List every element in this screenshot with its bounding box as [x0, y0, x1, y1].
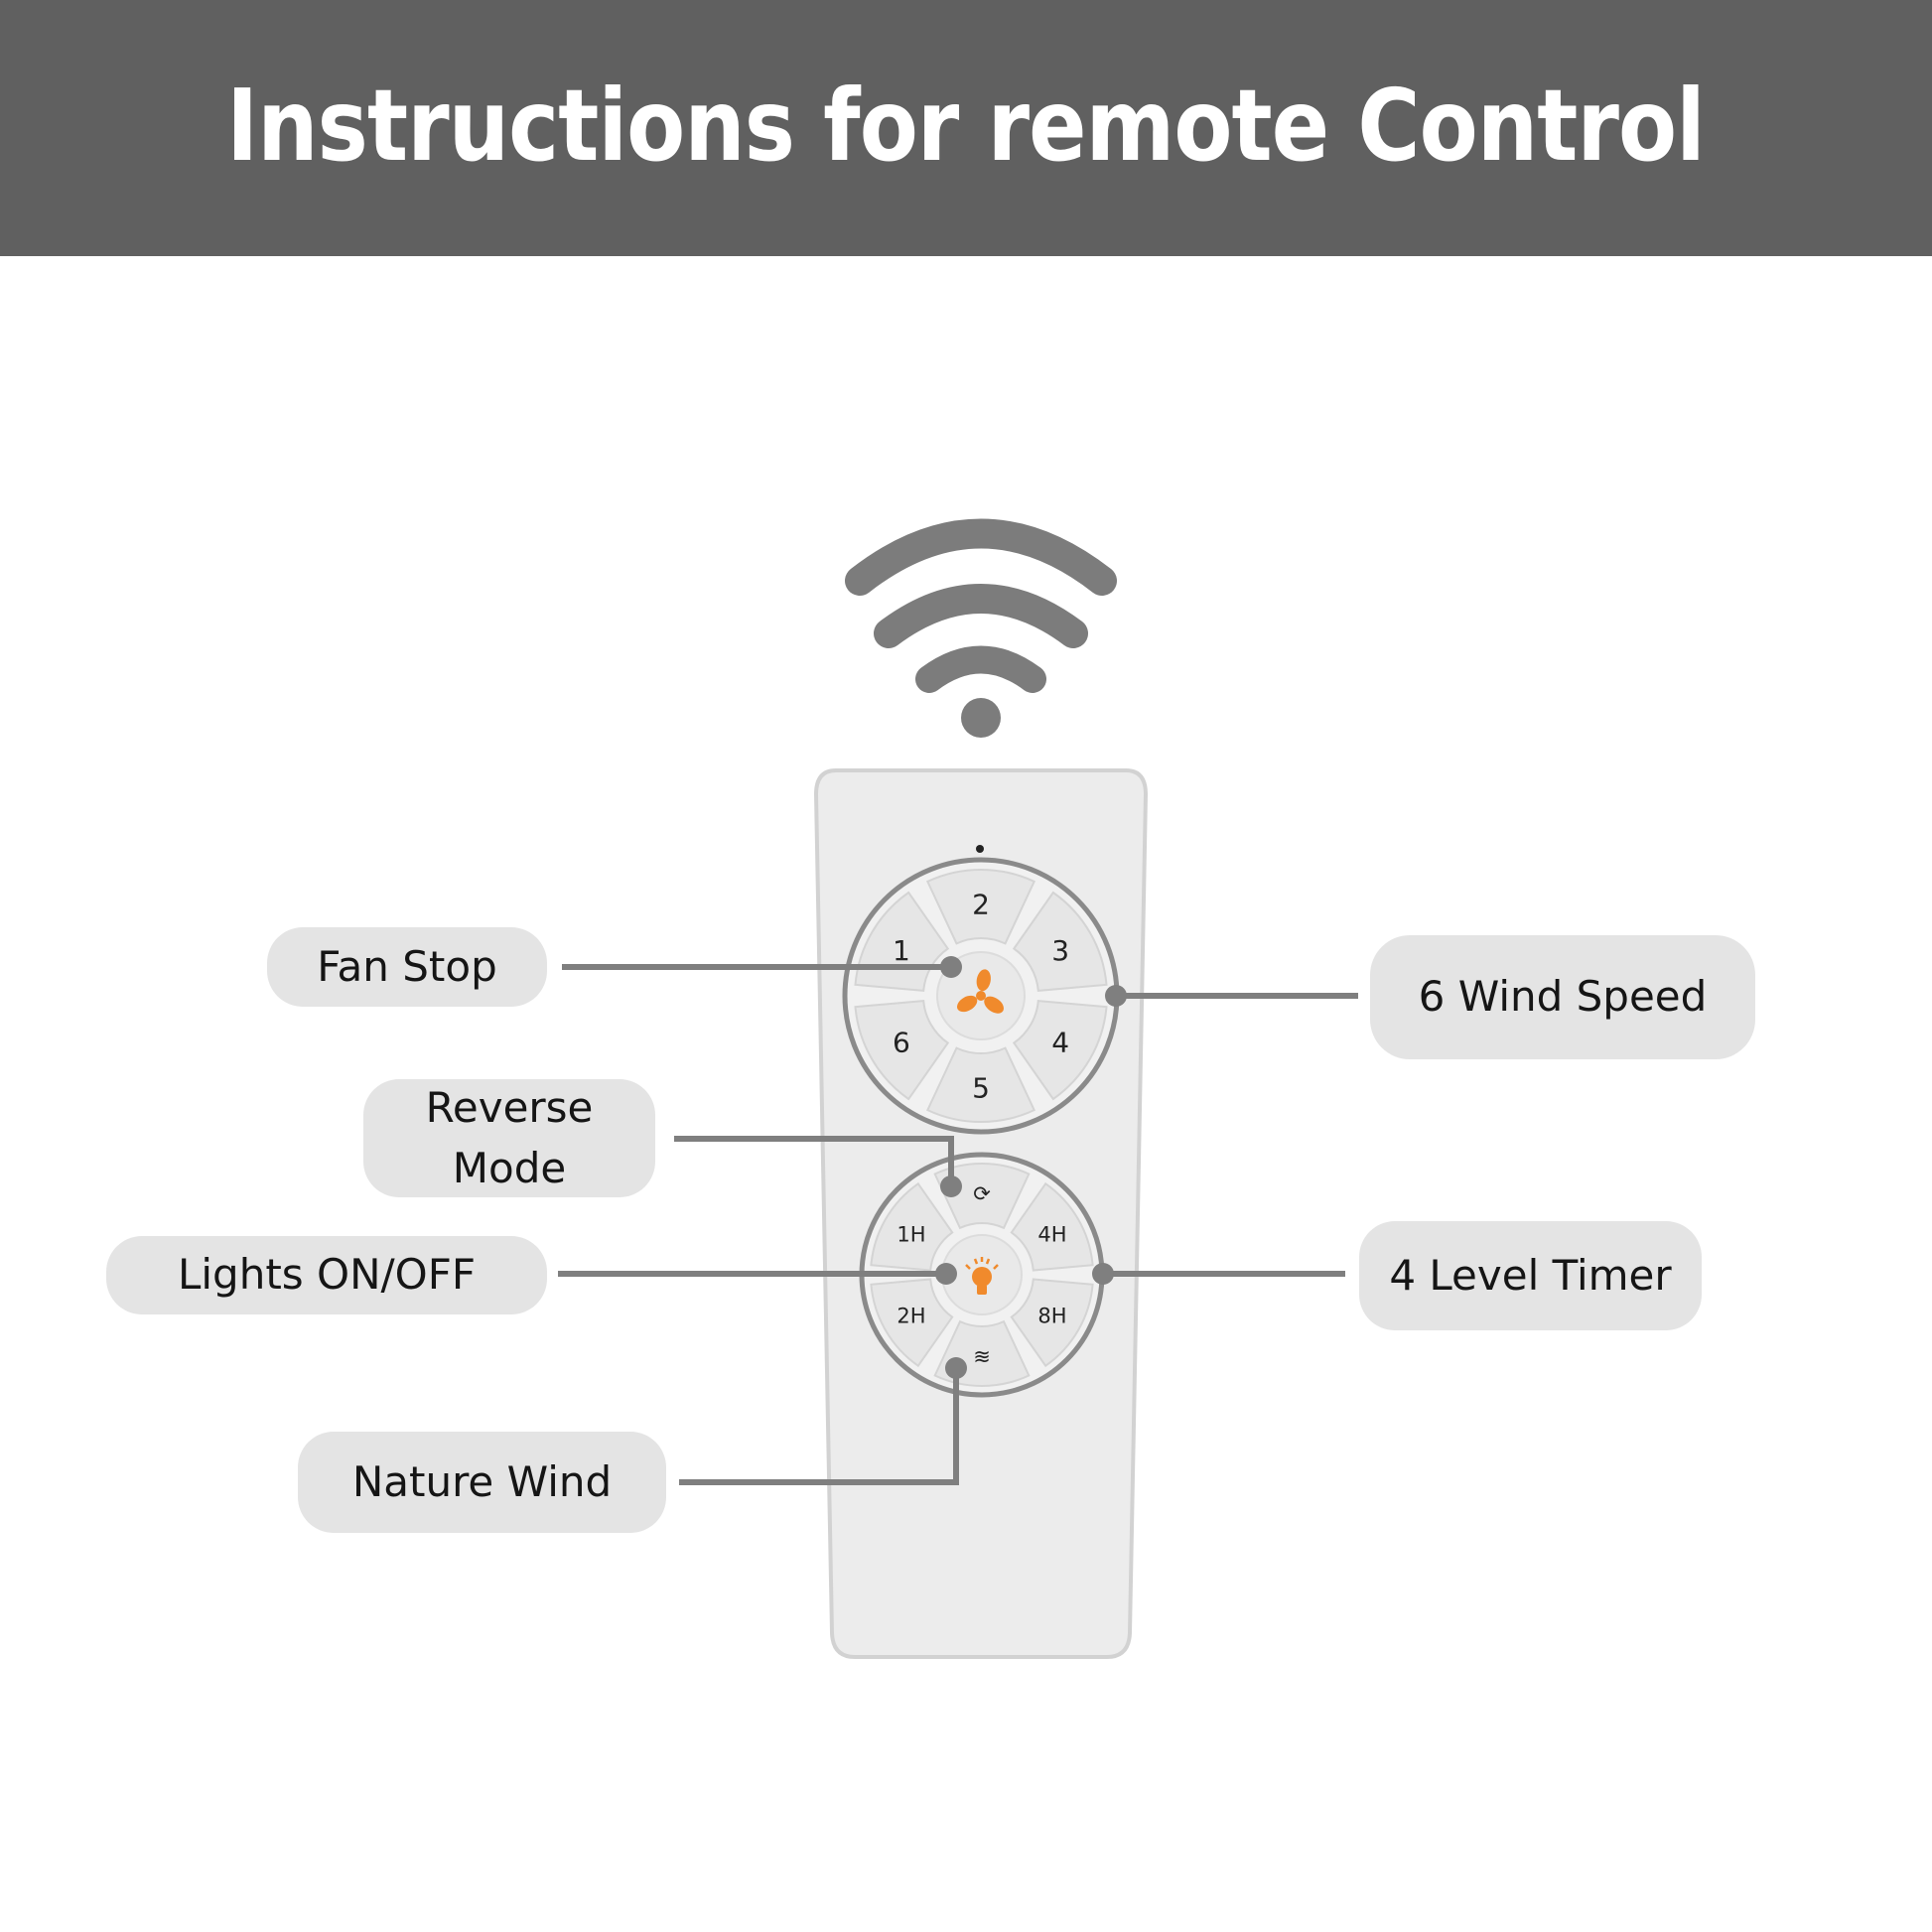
timer-text: 4 Level Timer	[1389, 1250, 1672, 1300]
lights-text: Lights ON/OFF	[177, 1250, 477, 1300]
reverse-text-2: Mode	[452, 1143, 567, 1192]
timer-button-4h[interactable]: 4H	[1010, 1181, 1094, 1272]
speed-button-2[interactable]: 2	[925, 868, 1036, 945]
timer-dial: ⟳ 4H 8H ≋ 2H 1H	[859, 1152, 1105, 1398]
fan-stop-text: Fan Stop	[317, 941, 497, 991]
timer-button-4h-label: 4H	[1037, 1223, 1066, 1247]
speed-button-6[interactable]: 6	[854, 1000, 950, 1101]
wifi-signal-icon	[845, 518, 1117, 738]
wind-speed-label: 6 Wind Speed	[1370, 935, 1755, 1059]
speed-button-1-label: 1	[893, 934, 910, 967]
timer-label: 4 Level Timer	[1359, 1221, 1702, 1330]
speed-button-4[interactable]: 4	[1012, 1000, 1108, 1101]
lights-label: Lights ON/OFF	[106, 1236, 547, 1314]
timer-button-1h-label: 1H	[897, 1223, 925, 1247]
timer-button-1h[interactable]: 1H	[870, 1181, 954, 1272]
wind-speed-text: 6 Wind Speed	[1418, 972, 1708, 1022]
timer-button-2h[interactable]: 2H	[870, 1278, 954, 1368]
speed-button-6-label: 6	[893, 1026, 910, 1058]
speed-button-3-label: 3	[1051, 934, 1069, 967]
nature-wind-line	[679, 1368, 959, 1485]
speed-button-2-label: 2	[972, 889, 990, 921]
nature-wind-label: Nature Wind	[298, 1432, 666, 1533]
timer-button-8h[interactable]: 8H	[1010, 1278, 1094, 1368]
page-title: Instructions for remote Control	[226, 67, 1707, 184]
callout-dots	[935, 956, 1127, 1379]
indicator-led	[976, 845, 984, 853]
speed-button-5[interactable]: 5	[925, 1046, 1036, 1124]
callout-lines	[558, 964, 1358, 1485]
reverse-button-label: ⟳	[973, 1182, 991, 1206]
speed-button-3[interactable]: 3	[1012, 891, 1108, 992]
speed-button-4-label: 4	[1051, 1026, 1069, 1058]
reverse-line	[674, 1136, 954, 1186]
bulb-icon	[965, 1257, 999, 1295]
speed-button-5-label: 5	[972, 1072, 990, 1105]
timer-button-8h-label: 8H	[1037, 1305, 1066, 1328]
timer-button-2h-label: 2H	[897, 1305, 925, 1328]
speed-dial: 2 3 4 5 6 1	[842, 857, 1120, 1135]
fan-icon	[956, 969, 1004, 1014]
nature-wind-button-label: ≋	[973, 1345, 991, 1369]
nature-wind-text: Nature Wind	[351, 1456, 613, 1506]
title-banner: Instructions for remote Control	[0, 0, 1932, 256]
fan-stop-label: Fan Stop	[267, 927, 547, 1007]
reverse-text-1: Reverse	[425, 1082, 594, 1132]
